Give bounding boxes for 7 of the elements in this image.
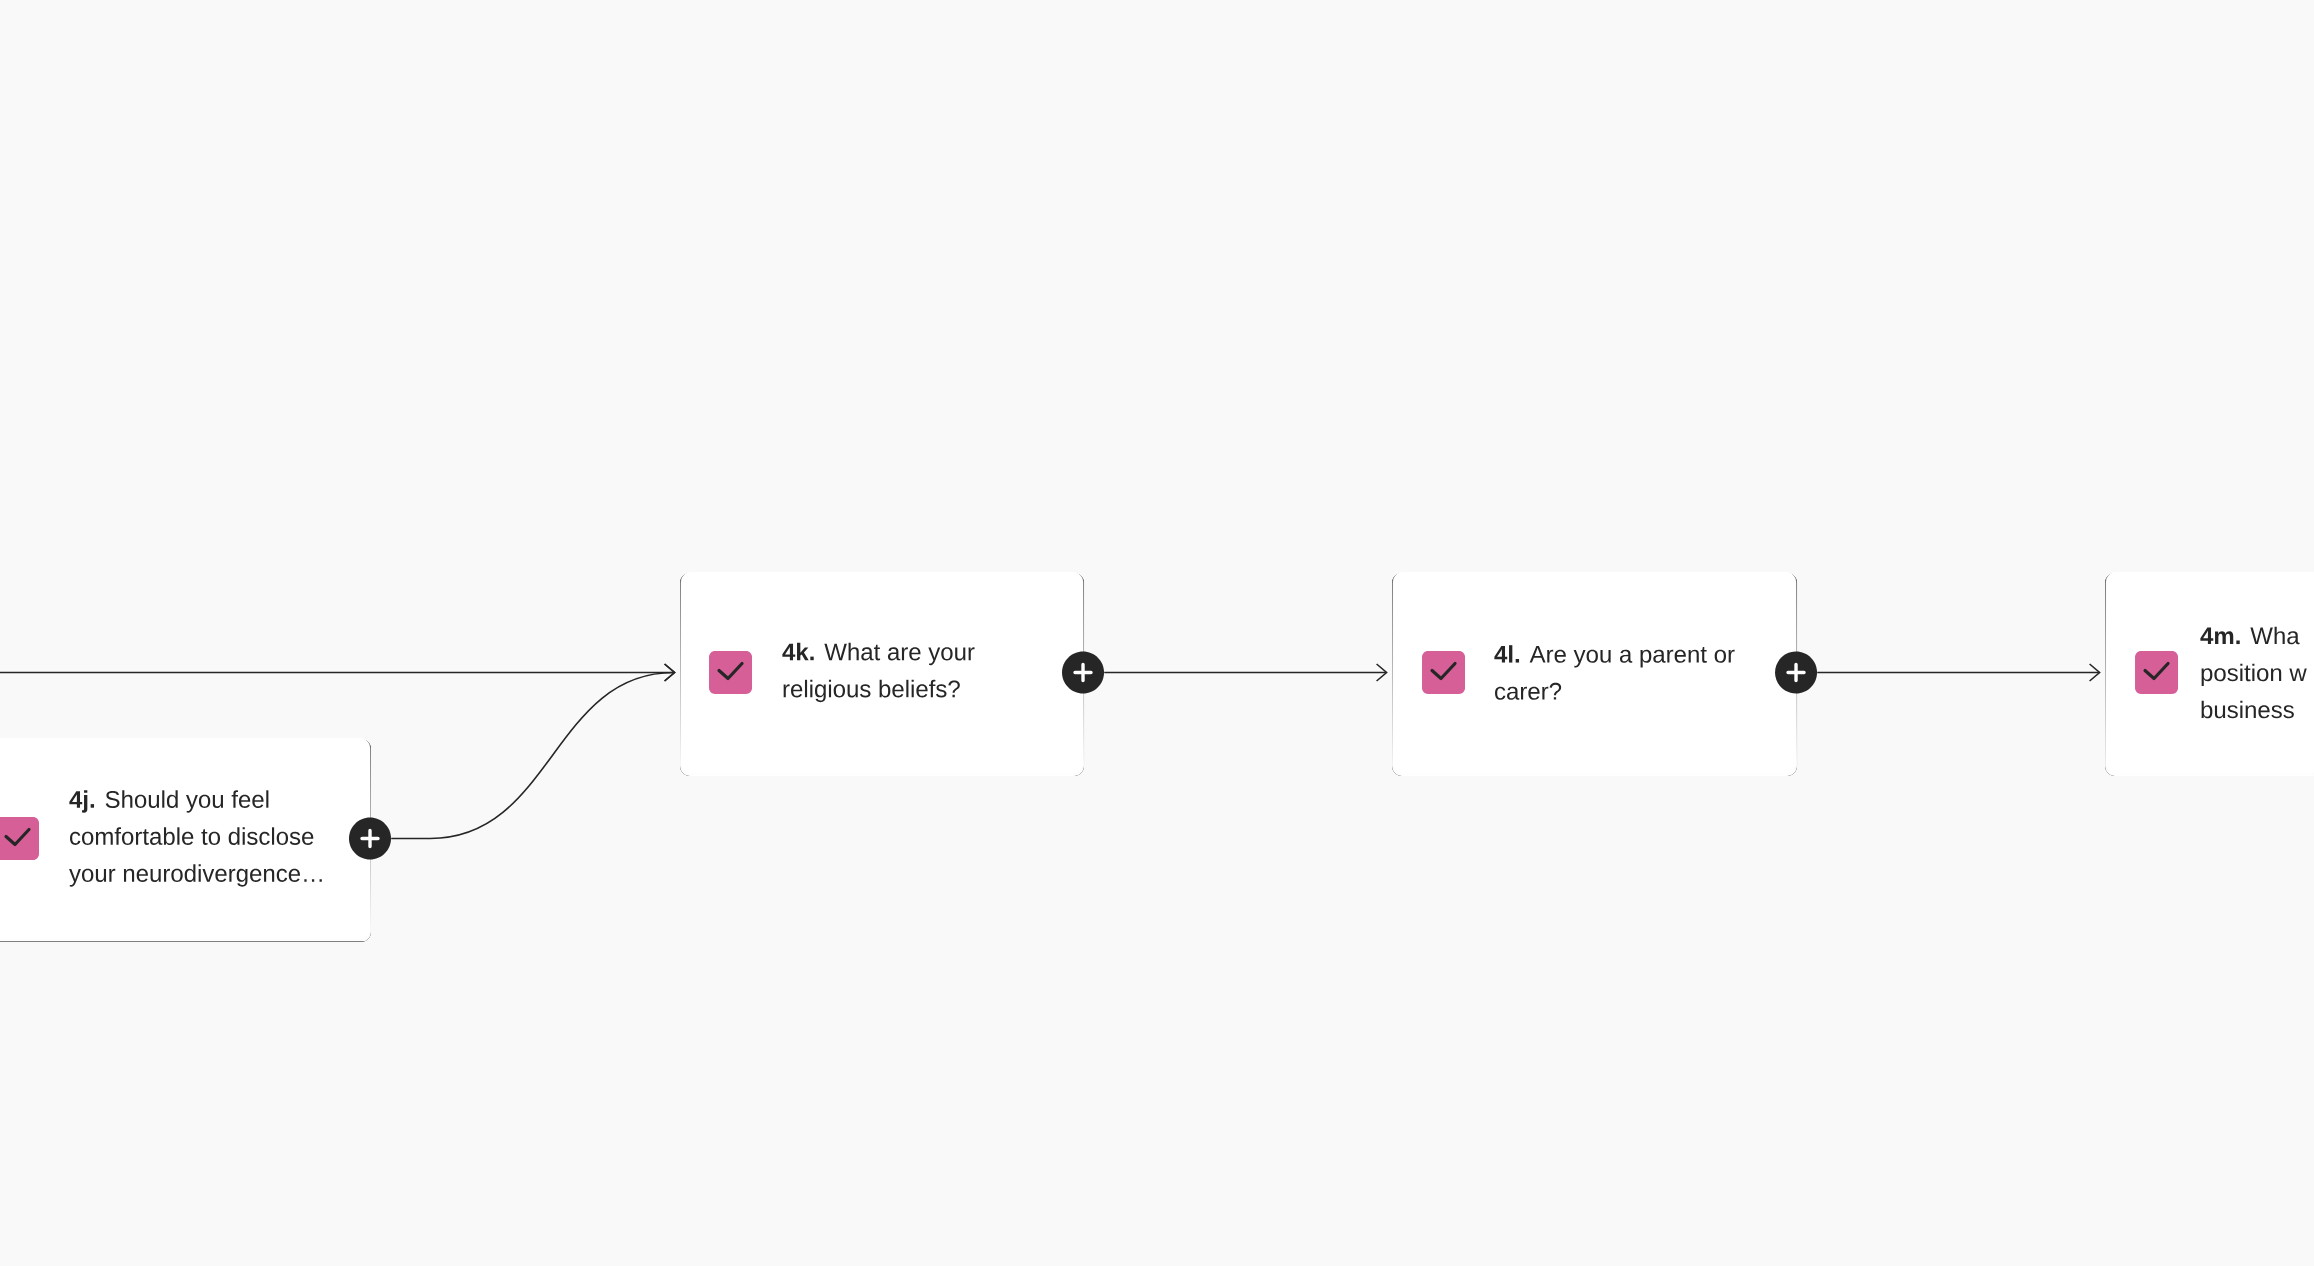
arrow	[1816, 663, 2101, 682]
arrow	[1103, 663, 1388, 682]
question-card: 4l. Are you a parent or carer?	[1392, 572, 1797, 776]
question-card: 4m. Wha position w business	[2105, 572, 2314, 776]
question-card: 4k. What are your religious beliefs?	[680, 572, 1084, 776]
question-card: 4j. Should you feel comfortable to disclose your neurodivergence…	[0, 738, 371, 942]
arrow	[390, 663, 676, 840]
